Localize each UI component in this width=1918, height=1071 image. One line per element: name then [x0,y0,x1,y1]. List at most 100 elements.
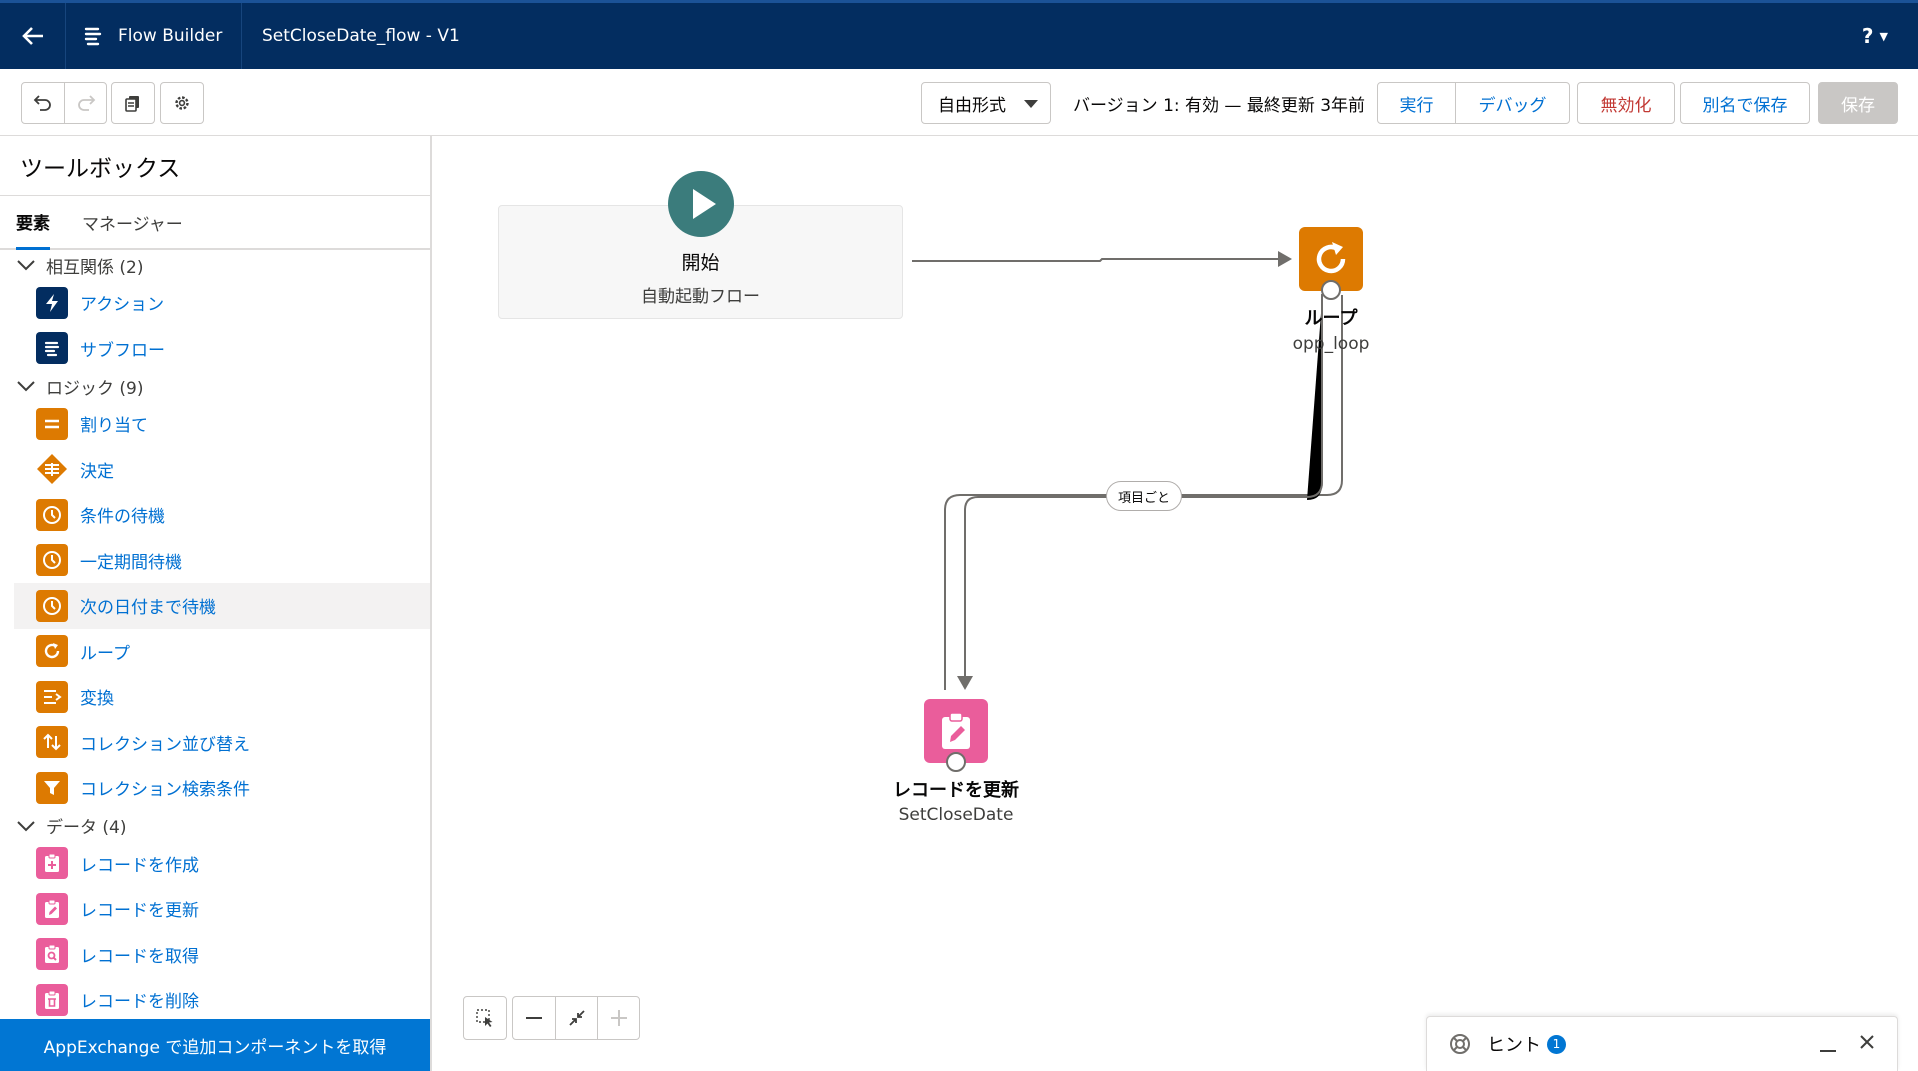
help-menu-button[interactable]: ? ▼ [1862,3,1888,69]
update-node-label: レコードを更新 [893,780,1019,801]
start-node-label: 開始 [681,252,720,274]
element-label: 決定 [80,461,114,482]
element-label: アクション [80,295,165,316]
loop-connector-handle[interactable] [1321,280,1341,300]
section-data[interactable]: データ (4) [0,811,430,841]
element-wait-condition[interactable]: 条件の待機 [0,492,430,538]
save-button[interactable]: 保存 [1818,82,1898,124]
chevron-down-icon [17,381,35,392]
loop-node-label: ループ [1304,308,1358,329]
layout-mode-value: 自由形式 [938,95,1006,116]
tab-manager[interactable]: マネージャー [82,214,183,235]
zoom-out-button[interactable] [513,997,555,1039]
minimize-icon[interactable] [1819,1034,1837,1054]
element-label: レコードを更新 [80,901,199,922]
update-connector-handle[interactable] [946,752,966,772]
builder-toolbar: 自由形式 バージョン 1: 有効 — 最終更新 3年前 実行 デバッグ 無効化 … [0,69,1918,136]
element-label: コレクション並び替え [80,734,250,755]
plus-icon [610,1010,627,1026]
element-label: コレクション検索条件 [80,780,250,801]
copy-button[interactable] [112,83,154,123]
close-icon[interactable] [1857,1032,1877,1052]
appexchange-button[interactable]: AppExchange で追加コンポーネントを取得 [0,1019,430,1071]
clock-icon [36,544,68,577]
play-icon[interactable] [668,171,734,237]
lightning-icon [36,286,68,319]
element-label: 条件の待機 [80,507,165,528]
element-collection-sort[interactable]: コレクション並び替え [0,720,430,766]
undo-button[interactable] [22,83,64,123]
version-status: バージョン 1: 有効 — 最終更新 3年前 [1073,95,1366,116]
copy-group [111,82,155,124]
save-as-button[interactable]: 別名で保存 [1680,82,1810,124]
element-wait-date[interactable]: 次の日付まで待機 [14,583,430,629]
deactivate-button[interactable]: 無効化 [1577,82,1675,124]
toolbox-tabs: 要素 マネージャー [0,196,430,250]
redo-button[interactable] [64,83,106,123]
undo-icon [33,95,51,111]
debug-button[interactable]: デバッグ [1455,82,1570,124]
element-update-records[interactable]: レコードを更新 [0,886,430,932]
hint-label: ヒント [1487,1035,1541,1056]
element-label: 変換 [80,689,114,710]
fit-to-view-button[interactable] [555,997,597,1039]
start-node-subtitle: 自動起動フロー [641,287,760,307]
zoom-controls [512,996,640,1040]
element-collection-filter[interactable]: コレクション検索条件 [0,765,430,811]
settings-group [160,82,204,124]
element-label: ループ [80,643,130,664]
caret-down-icon: ▼ [1879,29,1888,43]
settings-button[interactable] [161,83,203,123]
element-label: 一定期間待機 [80,552,182,573]
element-decision[interactable]: 決定 [0,447,430,493]
redo-icon [77,95,95,111]
element-transform[interactable]: 変換 [0,674,430,720]
record-create-icon [36,847,68,880]
element-label: 次の日付まで待機 [80,598,216,619]
element-subflow[interactable]: サブフロー [0,326,430,372]
filter-icon [36,771,68,804]
section-logic[interactable]: ロジック (9) [0,371,430,401]
tab-elements[interactable]: 要素 [16,196,50,250]
multi-select-icon [476,1009,493,1027]
for-each-connector-label[interactable]: 項目ごと [1106,481,1182,511]
element-wait-period[interactable]: 一定期間待機 [0,538,430,584]
record-delete-icon [36,983,68,1016]
decision-icon [36,453,68,485]
help-label: ? [1861,24,1874,48]
element-create-records[interactable]: レコードを作成 [0,841,430,887]
select-elements-button[interactable] [464,997,506,1039]
element-action[interactable]: アクション [0,280,430,326]
transform-icon [36,680,68,713]
arrow-left-icon [21,27,43,45]
element-delete-records[interactable]: レコードを削除 [0,977,430,1023]
app-name: Flow Builder [66,3,242,69]
hint-count-badge: 1 [1547,1034,1566,1054]
loop-icon [36,635,68,668]
run-button[interactable]: 実行 [1377,82,1456,124]
chevron-down-icon [17,260,35,271]
element-loop[interactable]: ループ [0,629,430,675]
flow-icon [84,27,102,46]
element-assignment[interactable]: 割り当て [0,401,430,447]
layout-mode-select[interactable]: 自由形式 [921,82,1051,124]
zoom-in-button[interactable] [597,997,639,1039]
chevron-down-icon [17,820,35,831]
toolbox-panel: ツールボックス 要素 マネージャー 相互関係 (2) アクション サブフロー ロ… [0,136,432,1071]
section-interaction[interactable]: 相互関係 (2) [0,250,430,280]
element-get-records[interactable]: レコードを取得 [0,932,430,978]
flow-name: SetCloseDate_flow - V1 [262,26,460,46]
element-label: サブフロー [80,340,165,361]
chevron-down-icon [1024,100,1038,108]
select-mode-group [463,996,507,1040]
element-label: レコードを削除 [80,992,199,1013]
update-node-api-name: SetCloseDate [898,805,1014,825]
back-button[interactable] [0,3,66,69]
gear-icon [175,96,189,110]
undo-redo-group [21,82,107,124]
hint-panel[interactable]: ヒント 1 [1426,1016,1898,1071]
record-lookup-icon [36,938,68,971]
copy-icon [125,96,139,112]
loop-icon [1316,242,1346,274]
